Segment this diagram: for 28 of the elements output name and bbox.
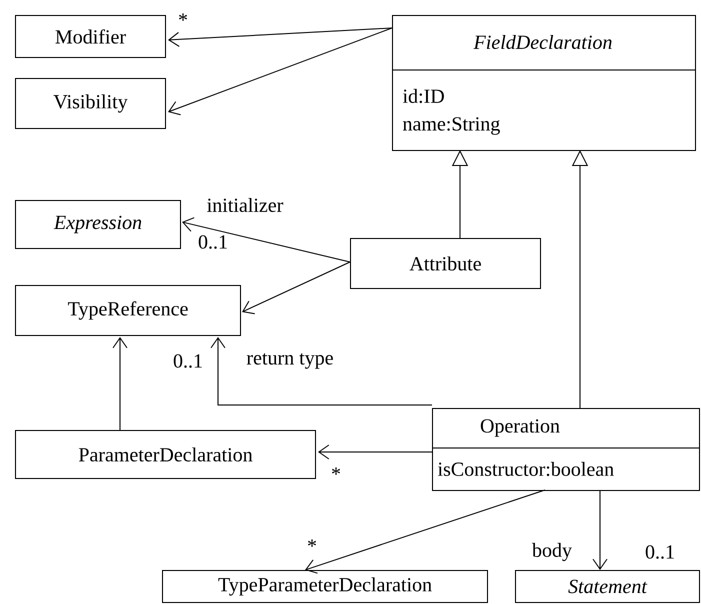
class-box: Expression	[15, 200, 181, 249]
association-arrow	[112, 337, 128, 430]
class-box: TypeParameterDeclaration	[162, 570, 488, 603]
association-arrow	[168, 28, 392, 116]
association-arrow	[318, 444, 432, 460]
class-box: ParameterDeclaration	[15, 430, 316, 479]
edge-label: *	[330, 466, 342, 482]
association-arrow	[305, 490, 546, 574]
class-box: Statement	[515, 570, 700, 603]
multiplicity-label: 0..1	[197, 234, 229, 250]
class-box: FieldDeclaration id:ID name:String	[392, 15, 696, 151]
class-box: Attribute	[350, 238, 541, 289]
association-arrow	[592, 490, 608, 570]
edge-label: *	[306, 538, 318, 554]
association-arrow	[242, 262, 350, 314]
multiplicity-label: 0..1	[172, 353, 204, 369]
class-box: Operation isConstructor:boolean	[432, 408, 700, 491]
association-arrow	[168, 28, 392, 47]
multiplicity-label: 0..1	[644, 544, 676, 560]
edge-label: initializer	[206, 196, 284, 214]
association-arrow	[182, 217, 350, 262]
association-arrow	[210, 337, 432, 406]
edge-label: return type	[245, 352, 335, 370]
class-box: TypeReference	[15, 285, 241, 336]
class-box: Modifier	[15, 15, 166, 58]
class-box: Visibility	[15, 78, 166, 129]
edge-label: body	[531, 542, 573, 562]
edge-label: *	[177, 12, 189, 28]
